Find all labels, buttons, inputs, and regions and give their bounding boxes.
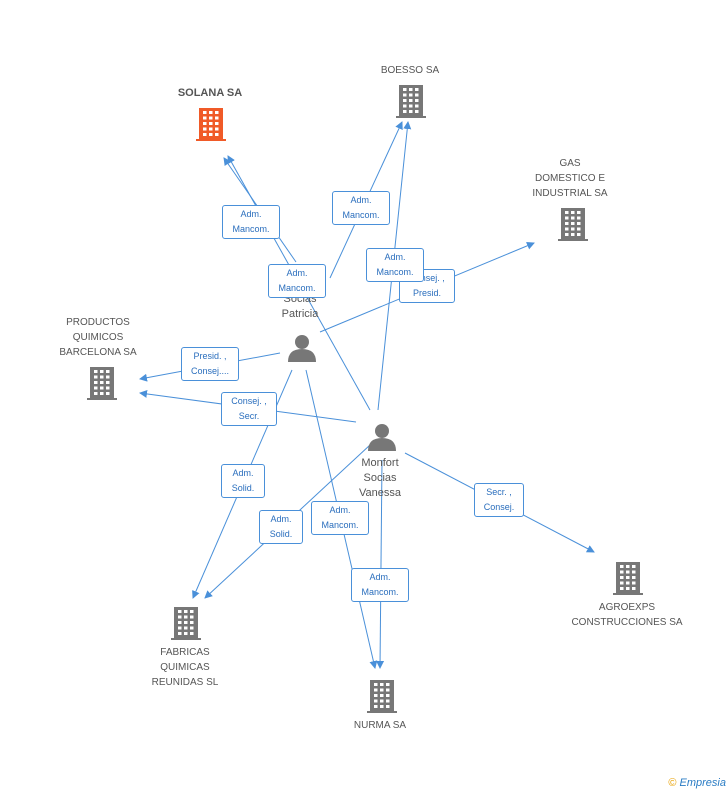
brand-text: Empresia (679, 777, 726, 789)
edge-label-adm-mancom-nurma-a: Adm. Mancom. (311, 501, 369, 535)
building-icon-nurma[interactable] (367, 680, 397, 713)
company-label-fabricas[interactable]: FABRICAS QUIMICAS REUNIDAS SL (151, 647, 219, 688)
edge-label-consej-secr-productos: Consej. , Secr. (221, 392, 277, 426)
edge-label-adm-mancom-solana-b: Adm. Mancom. (268, 264, 326, 298)
edge-label-adm-mancom-boesso-a: Adm. Mancom. (332, 191, 390, 225)
building-icon-productos[interactable] (87, 367, 117, 400)
building-icon-solana[interactable] (196, 108, 226, 141)
building-icon-gas[interactable] (558, 208, 588, 241)
company-label-agroexps[interactable]: AGROEXPS CONSTRUCCIONES SA (571, 602, 683, 628)
edge-label-adm-mancom-boesso-b: Adm. Mancom. (366, 248, 424, 282)
edge-label-adm-solid-fabricas-a: Adm. Solid. (221, 464, 265, 498)
company-label-nurma[interactable]: NURMA SA (353, 720, 407, 731)
company-label-solana[interactable]: SOLANA SA (177, 87, 243, 99)
person-icon-vanessa[interactable] (368, 424, 396, 451)
building-icon-boesso[interactable] (396, 85, 426, 118)
edge-label-adm-mancom-nurma-b: Adm. Mancom. (351, 568, 409, 602)
company-label-boesso[interactable]: BOESSO SA (380, 65, 440, 76)
edge-label-adm-solid-fabricas-b: Adm. Solid. (259, 510, 303, 544)
edge-vanessa-nurma (376, 459, 385, 669)
edge-label-adm-mancom-solana-a: Adm. Mancom. (222, 205, 280, 239)
person-icon-patricia[interactable] (288, 335, 316, 362)
copyright-symbol: © (668, 777, 677, 789)
company-label-productos[interactable]: PRODUCTOS QUIMICOS BARCELONA SA (59, 317, 137, 358)
brand-logo[interactable]: © Empresia (668, 777, 726, 789)
building-icon-fabricas[interactable] (171, 607, 201, 640)
company-label-gas[interactable]: GAS DOMESTICO E INDUSTRIAL SA (532, 158, 608, 199)
edge-label-presid-consej-productos: Presid. , Consej.... (181, 347, 239, 381)
building-icon-agroexps[interactable] (613, 562, 643, 595)
edge-label-secr-consej-agroexps: Secr. , Consej. (474, 483, 524, 517)
person-label-vanessa[interactable]: Monfort Socias Vanessa (359, 457, 401, 499)
